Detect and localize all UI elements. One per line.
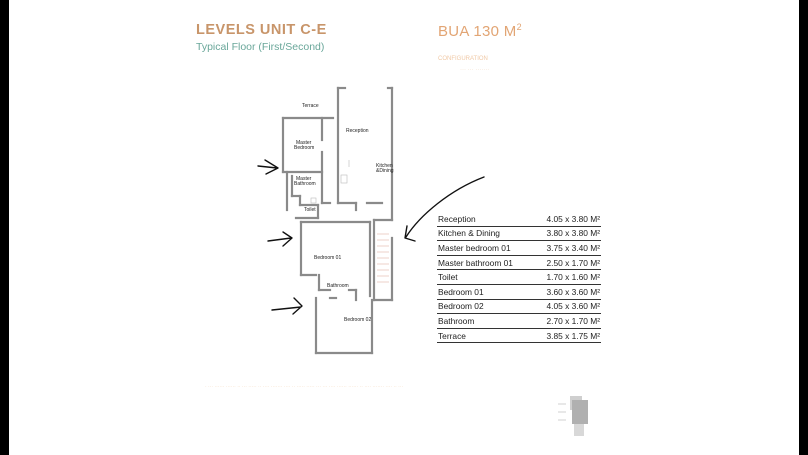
master-bath-label-2: Bathroom	[294, 181, 316, 187]
bedroom-02-label: Bedroom 02	[344, 317, 371, 323]
room-size: 2.70 x 1.70 M²	[532, 313, 601, 329]
key-plan-icon	[558, 396, 588, 436]
room-size: 3.85 x 1.75 M²	[532, 328, 601, 344]
stairs	[377, 233, 389, 283]
arrow-bedroom-01-icon	[267, 231, 293, 247]
bua-sup: 2	[516, 22, 522, 32]
room-name: Bathroom	[437, 313, 533, 329]
plan-walls	[281, 86, 394, 355]
terrace-label: Terrace	[302, 103, 319, 109]
footer-disclaimer: · ··· ······ ······ ·· ··· ····· ·· ····…	[205, 384, 404, 390]
room-size: 3.75 x 3.40 M²	[532, 240, 601, 256]
config-label: CONFIGURATION	[438, 56, 488, 62]
toilet-label: Toilet	[304, 207, 316, 213]
bedroom-01-label: Bedroom 01	[314, 255, 341, 261]
room-size: 2.50 x 1.70 M²	[532, 255, 601, 271]
bua-area: BUA 130 M2	[438, 22, 522, 40]
bua-label: BUA 130 M	[438, 23, 517, 40]
brochure-page	[9, 0, 799, 455]
room-name: Bedroom 02	[437, 299, 533, 315]
arrow-master-bedroom-icon	[257, 159, 279, 175]
master-bath-label: Master	[296, 176, 312, 182]
kitchen-label: Kitchen	[376, 163, 393, 169]
unit-title: LEVELS UNIT C-E	[196, 22, 327, 38]
room-size: 3.60 x 3.60 M²	[532, 284, 601, 300]
room-name: Toilet	[437, 269, 533, 285]
kitchen-label-2: &Dining	[376, 168, 394, 174]
room-size: 3.80 x 3.80 M²	[532, 226, 601, 242]
master-bedroom-label: Master	[296, 140, 312, 146]
room-name: Master bedroom 01	[437, 240, 533, 256]
room-name: Master bathroom 01	[437, 255, 533, 271]
room-size: 4.05 x 3.80 M²	[532, 212, 601, 227]
floor-subtitle: Typical Floor (First/Second)	[196, 41, 325, 53]
room-labels: Terrace Reception Master Bedroom Kitchen…	[294, 103, 394, 323]
arrow-staircase-icon	[404, 176, 485, 242]
room-name: Terrace	[437, 328, 533, 344]
room-size: 4.05 x 3.60 M²	[532, 299, 601, 315]
room-name: Kitchen & Dining	[437, 226, 533, 242]
room-size: 1.70 x 1.60 M²	[532, 269, 601, 285]
master-bedroom-label-2: Bedroom	[294, 145, 314, 151]
arrow-bedroom-02-icon	[271, 297, 303, 315]
hand-drawn-arrows	[257, 159, 485, 315]
config-detail: ··· ··· ·······	[460, 67, 490, 73]
room-name: Reception	[437, 212, 533, 227]
reception-label: Reception	[346, 128, 369, 134]
bathroom-label: Bathroom	[327, 283, 349, 289]
fixtures	[310, 160, 350, 204]
room-name: Bedroom 01	[437, 284, 533, 300]
